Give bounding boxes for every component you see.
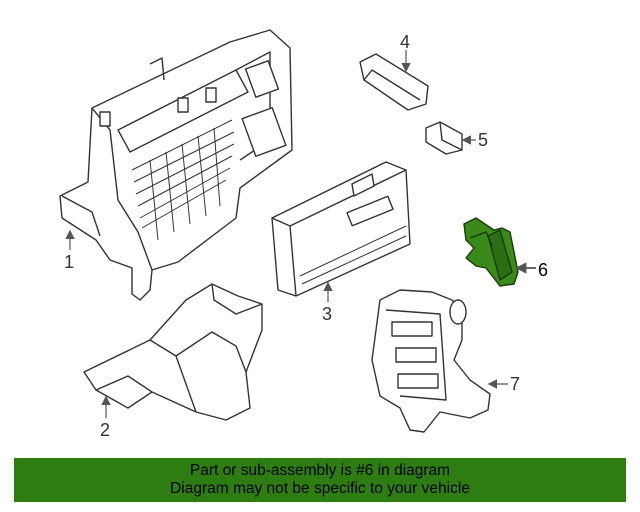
- callout-4: 4: [400, 32, 410, 52]
- part-1-fuse-box: [59, 29, 293, 301]
- banner-line-2: Diagram may not be specific to your vehi…: [170, 480, 470, 497]
- part-2-bracket: [83, 283, 263, 421]
- part-6-highlighted-module: [463, 217, 519, 287]
- callout-7: 7: [510, 374, 520, 394]
- callout-6: 6: [538, 260, 548, 280]
- callout-3: 3: [322, 304, 332, 324]
- part-4-connector: [359, 53, 429, 111]
- footer-banner: Part or sub-assembly is #6 in diagram Di…: [14, 458, 626, 502]
- callout-2: 2: [100, 420, 110, 440]
- part-7-junction-block: [371, 289, 491, 433]
- callout-1: 1: [64, 252, 74, 272]
- part-5-relay: [425, 121, 463, 155]
- part-3-module: [271, 161, 411, 297]
- callout-5: 5: [478, 130, 488, 150]
- parts-diagram: 1 2 3 4 5 6 7: [59, 29, 548, 440]
- banner-line-1: Part or sub-assembly is #6 in diagram: [189, 462, 451, 479]
